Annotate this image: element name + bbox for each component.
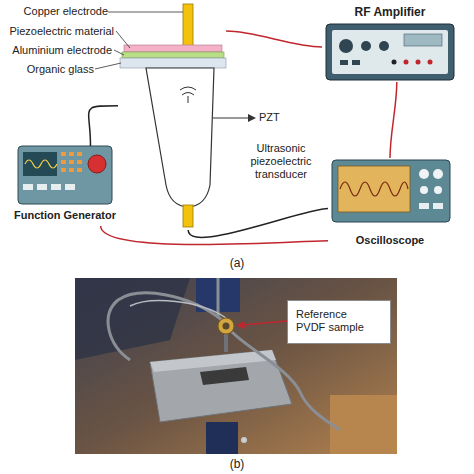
jack bbox=[404, 60, 409, 65]
oscilloscope-screen bbox=[338, 166, 410, 212]
button bbox=[69, 168, 74, 172]
copper-electrode-rod bbox=[183, 4, 193, 46]
rf-amplifier: RF Amplifier bbox=[322, 4, 458, 82]
arrow-head bbox=[236, 321, 245, 329]
key bbox=[23, 184, 33, 190]
part-label: (b) bbox=[217, 457, 257, 471]
signal-wire bbox=[89, 106, 118, 146]
photo-background bbox=[75, 278, 397, 454]
arrow-head bbox=[248, 114, 256, 122]
part-label: (a) bbox=[217, 256, 257, 270]
part-label: Piezoelectric material bbox=[0, 25, 114, 38]
button bbox=[419, 203, 429, 209]
vise-bottom bbox=[206, 422, 238, 454]
oscilloscope-body bbox=[332, 160, 450, 222]
leader-line bbox=[114, 50, 124, 55]
part-label: Aluminium electrode bbox=[0, 44, 112, 57]
reference-label-box: Reference PVDF sample bbox=[287, 300, 391, 344]
button bbox=[77, 160, 82, 164]
table-wood bbox=[330, 395, 397, 454]
function-generator-body bbox=[18, 146, 112, 204]
transducer-body bbox=[146, 68, 214, 207]
signal-wire bbox=[226, 31, 322, 47]
button bbox=[69, 160, 74, 164]
sample-center bbox=[223, 323, 230, 330]
aluminium-layer bbox=[122, 52, 224, 58]
button bbox=[77, 152, 82, 156]
signal-wire bbox=[188, 209, 328, 238]
knob bbox=[361, 41, 371, 51]
wave-symbol bbox=[180, 87, 196, 103]
key bbox=[51, 184, 61, 190]
reference-sample bbox=[218, 318, 234, 334]
pointer-arrow bbox=[242, 321, 287, 325]
trace bbox=[340, 182, 408, 196]
jack bbox=[428, 60, 433, 65]
knob bbox=[434, 186, 442, 194]
screw-head bbox=[241, 437, 247, 443]
part-label: Organic glass bbox=[10, 63, 94, 76]
cable bbox=[108, 293, 222, 360]
bottom-electrode-rod bbox=[183, 205, 193, 227]
button bbox=[61, 152, 66, 156]
leader-line bbox=[116, 31, 130, 48]
button bbox=[69, 152, 74, 156]
knob bbox=[433, 169, 443, 179]
knob bbox=[419, 169, 429, 179]
signal-wire bbox=[390, 82, 397, 158]
amplifier-display bbox=[404, 34, 442, 46]
function-generator: Function Generator bbox=[14, 146, 116, 226]
amplifier-panel bbox=[332, 30, 448, 74]
button bbox=[77, 168, 82, 172]
oscilloscope: Oscilloscope bbox=[328, 158, 452, 250]
part-label: Copper electrode bbox=[22, 5, 108, 18]
button bbox=[61, 160, 66, 164]
button bbox=[61, 168, 66, 172]
knob bbox=[379, 41, 389, 51]
node-label: Function Generator bbox=[10, 209, 120, 222]
leader-line bbox=[108, 12, 183, 13]
key bbox=[37, 184, 47, 190]
photo-shadow bbox=[75, 278, 190, 360]
button bbox=[433, 203, 443, 209]
ultrasonic-transducer: Ultrasonic piezoelectric transducer bbox=[118, 4, 226, 230]
jack bbox=[416, 60, 421, 65]
cable bbox=[130, 301, 226, 318]
leader-line bbox=[95, 63, 121, 69]
pzt-arrow bbox=[213, 118, 250, 119]
node-label: Reference PVDF sample bbox=[296, 308, 370, 334]
organic-glass-layer bbox=[120, 58, 226, 68]
piezoelectric-layer bbox=[124, 45, 222, 52]
waveform bbox=[25, 160, 57, 168]
button bbox=[340, 60, 348, 65]
jack bbox=[392, 60, 397, 65]
button bbox=[352, 60, 360, 65]
node-label: Oscilloscope bbox=[328, 234, 452, 247]
part-label: PZT bbox=[259, 111, 299, 124]
signal-wire bbox=[101, 226, 328, 245]
sample-post bbox=[224, 334, 228, 352]
rf-amplifier-body bbox=[326, 24, 454, 80]
key bbox=[65, 184, 75, 190]
knob bbox=[339, 39, 353, 53]
sample-tape bbox=[200, 367, 249, 385]
cable bbox=[232, 332, 340, 430]
node-label: RF Amplifier bbox=[322, 5, 458, 19]
leader-lines bbox=[95, 12, 183, 69]
generator-screen bbox=[23, 152, 57, 176]
knob bbox=[420, 186, 428, 194]
node-label: Ultrasonic piezoelectric transducer bbox=[240, 142, 322, 182]
button-grid bbox=[61, 152, 82, 172]
red-knob bbox=[88, 155, 106, 173]
